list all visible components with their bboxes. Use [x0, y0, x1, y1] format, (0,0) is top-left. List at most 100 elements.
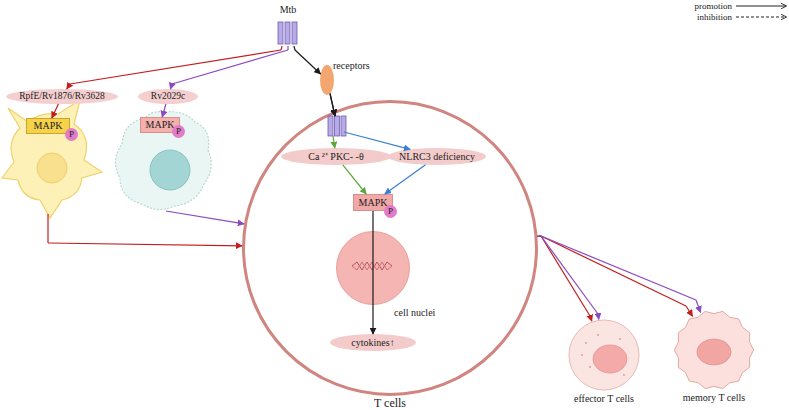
connector-segment: [538, 235, 542, 237]
nucleus-circle: cell nuclei: [336, 231, 410, 305]
arrow-connector: [538, 236, 693, 316]
node-label: Mtb: [266, 4, 310, 16]
shape-outline: [330, 334, 416, 351]
arrow-connector: [166, 211, 244, 224]
node-label: NLRC3 deficiency: [388, 148, 486, 165]
arrow-connector: [538, 236, 701, 312]
granule-dot: [585, 342, 587, 344]
connector-segment: [538, 235, 542, 237]
connector-segment: [170, 84, 172, 89]
shape-outline: [320, 65, 334, 95]
receptor-oval: receptors: [320, 65, 334, 95]
arrow-connector: [170, 46, 288, 89]
shape-outline: [172, 125, 185, 138]
shape-outline: [6, 89, 118, 104]
connector-segment: [385, 165, 426, 194]
connector-segment: [47, 214, 48, 243]
node-label: Ca ²⁺ PKC- -θ: [281, 148, 391, 165]
connector-segment: [330, 94, 335, 117]
arrow-connector: [330, 94, 410, 150]
node-label: cytokines↑: [330, 334, 416, 351]
shape-canvas: [568, 319, 640, 391]
signal-ellipse: NLRC3 deficiency: [388, 148, 486, 165]
kinase-box: MAPKP: [26, 118, 70, 134]
t-cell-circle: T cellsCa ²⁺ PKC- -θNLRC3 deficiencyMAPK…: [242, 100, 538, 396]
kinase-box: MAPKP: [140, 117, 180, 133]
pathogen-bar: [285, 22, 290, 44]
phospho-circle: P: [384, 205, 397, 218]
node-label: P: [172, 125, 185, 138]
node-label: MAPK: [26, 118, 70, 134]
arrow-connector: [373, 211, 374, 334]
shape-outline: [337, 232, 410, 305]
connector-segment: [287, 46, 288, 50]
memory-cell: memory T cells: [674, 310, 754, 390]
shape-canvas: [674, 310, 754, 390]
granule-dot: [589, 366, 591, 368]
arrow-connector: [385, 165, 426, 194]
node-label: receptors: [333, 60, 393, 72]
connector-segment: [538, 235, 542, 237]
effector-cell: effector T cells: [568, 319, 640, 391]
node-label: P: [384, 205, 397, 218]
shape-outline: [674, 311, 753, 388]
arrow-connector: [538, 236, 592, 321]
signal-ellipse: Ca ²⁺ PKC- -θ: [281, 148, 391, 165]
connector-segment: [541, 236, 590, 316]
phospho-circle: P: [172, 125, 185, 138]
connector-segment: [696, 300, 701, 312]
shape-outline: [27, 119, 70, 134]
node-label: cell nuclei: [394, 307, 454, 319]
granule-dot: [581, 354, 583, 356]
connector-segment: [281, 46, 282, 50]
macrophage-cell: [115, 112, 211, 210]
receptor-bar: [335, 116, 340, 136]
node-label: P: [65, 128, 78, 141]
connector-segment: [372, 211, 373, 334]
connector-segment: [295, 50, 321, 74]
connector-segment: [343, 165, 366, 194]
shape-outline: [65, 128, 78, 141]
granule-dot: [623, 374, 625, 376]
receptor-bar: [328, 116, 333, 136]
arrow-connector: [330, 94, 335, 149]
connector-segment: [541, 236, 686, 306]
granule-dot: [619, 338, 621, 340]
cell-nucleus: [593, 345, 627, 373]
connector-segment: [70, 50, 281, 84]
legend-solid-arrow: [736, 6, 786, 7]
cell-nucleus: [37, 153, 67, 183]
connector-segment: [333, 136, 335, 148]
connector-segment: [541, 236, 696, 300]
granule-dot: [597, 334, 599, 336]
shape-canvas: [320, 65, 334, 95]
pathogen-icon: Mtb: [276, 4, 300, 46]
connector-segment: [67, 84, 70, 89]
output-ellipse: cytokines↑: [330, 334, 416, 351]
shape-outline: [384, 205, 397, 218]
shape-outline: [569, 320, 639, 390]
node-label: effector T cells: [548, 393, 660, 405]
connector-segment: [294, 46, 295, 50]
pathogen-bar: [292, 22, 297, 44]
shape-outline: [281, 148, 391, 165]
connector-segment: [162, 104, 166, 117]
node-label: RpfE/Rv1876/Rv3628: [6, 89, 118, 104]
connector-segment: [344, 132, 410, 149]
connector-segment: [48, 243, 242, 246]
antigen-ellipse: Rv2029c: [138, 89, 198, 104]
legend-dashed-arrow: [736, 17, 786, 18]
connector-segment: [541, 236, 598, 314]
connector-segment: [538, 235, 542, 237]
legend-label: inhibition: [650, 12, 732, 22]
arrow-connector: [343, 165, 366, 194]
node-label: T cells: [242, 397, 538, 409]
arrow-connector: [538, 236, 599, 319]
connector-segment: [590, 316, 592, 321]
node-label: memory T cells: [658, 392, 770, 404]
dna-strand: [352, 262, 392, 270]
pathogen-bar: [278, 22, 283, 44]
